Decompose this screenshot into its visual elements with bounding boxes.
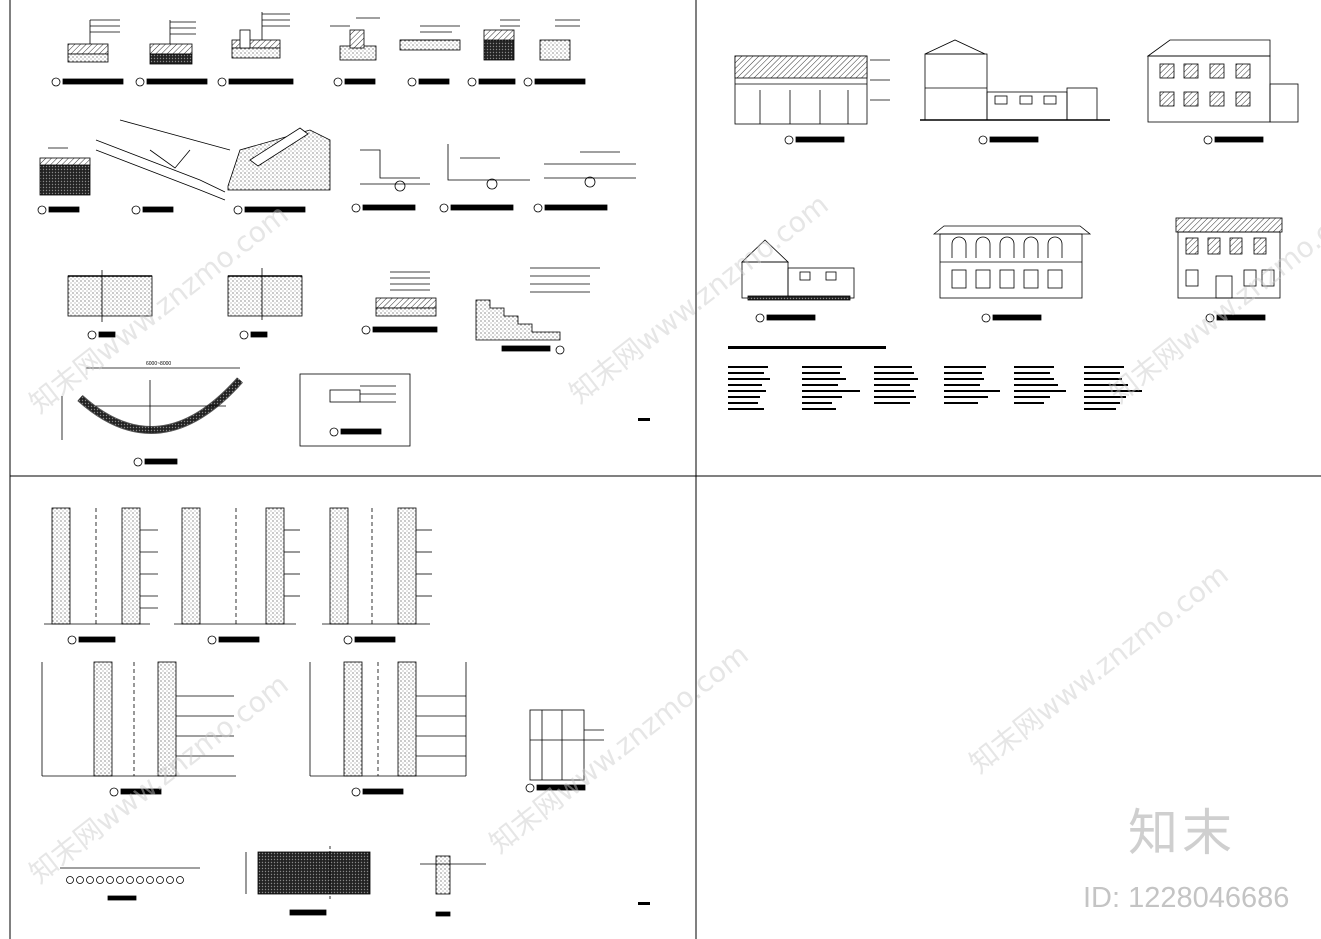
- design-notes: [728, 346, 1142, 410]
- elevation-5: [932, 225, 1092, 323]
- sheet-frame: [9, 0, 1321, 939]
- detail-rebar-row: [60, 867, 200, 901]
- elevation-2: [920, 39, 1110, 145]
- elevation-4: [741, 239, 855, 323]
- detail-15: [227, 268, 303, 340]
- detail-7: [523, 19, 586, 87]
- detail-small-section: [420, 855, 486, 917]
- elevation-1: [734, 55, 890, 145]
- pavement-details-panel: 6000~8000: [37, 12, 650, 467]
- brand-logo-text: 知末: [1128, 804, 1236, 862]
- detail-9: [95, 119, 231, 215]
- detail-6: [467, 19, 520, 87]
- elevation-3: [1146, 39, 1299, 145]
- arch-span-dim: 6000~8000: [146, 361, 171, 367]
- title-block-mark-2: [638, 902, 650, 905]
- section-2: [174, 507, 300, 645]
- detail-16: [361, 271, 438, 335]
- section-1: [44, 507, 158, 645]
- detail-14: [67, 270, 153, 340]
- detail-13: [533, 151, 636, 213]
- detail-1: [51, 19, 124, 87]
- image-id-label: ID: 1228046686: [1083, 882, 1290, 914]
- section-5: [309, 661, 467, 797]
- detail-11: [351, 149, 430, 213]
- detail-3: [217, 12, 294, 87]
- detail-19-table: [299, 373, 411, 447]
- detail-5: [399, 25, 461, 87]
- section-4: [41, 661, 236, 797]
- title-block-mark-1: [638, 418, 650, 421]
- detail-12: [439, 144, 530, 213]
- detail-17-steps: [475, 267, 600, 355]
- detail-stone-block: [245, 846, 371, 916]
- detail-8: [37, 147, 91, 215]
- detail-4: [330, 17, 380, 87]
- section-3: [322, 507, 432, 645]
- wall-sections-panel: [41, 507, 650, 917]
- elevation-6: [1175, 217, 1283, 323]
- section-6: [525, 709, 604, 793]
- detail-10: [227, 127, 331, 215]
- detail-18-pool-section: 6000~8000: [61, 361, 243, 467]
- elevations-panel: [728, 39, 1299, 410]
- detail-2: [135, 20, 208, 87]
